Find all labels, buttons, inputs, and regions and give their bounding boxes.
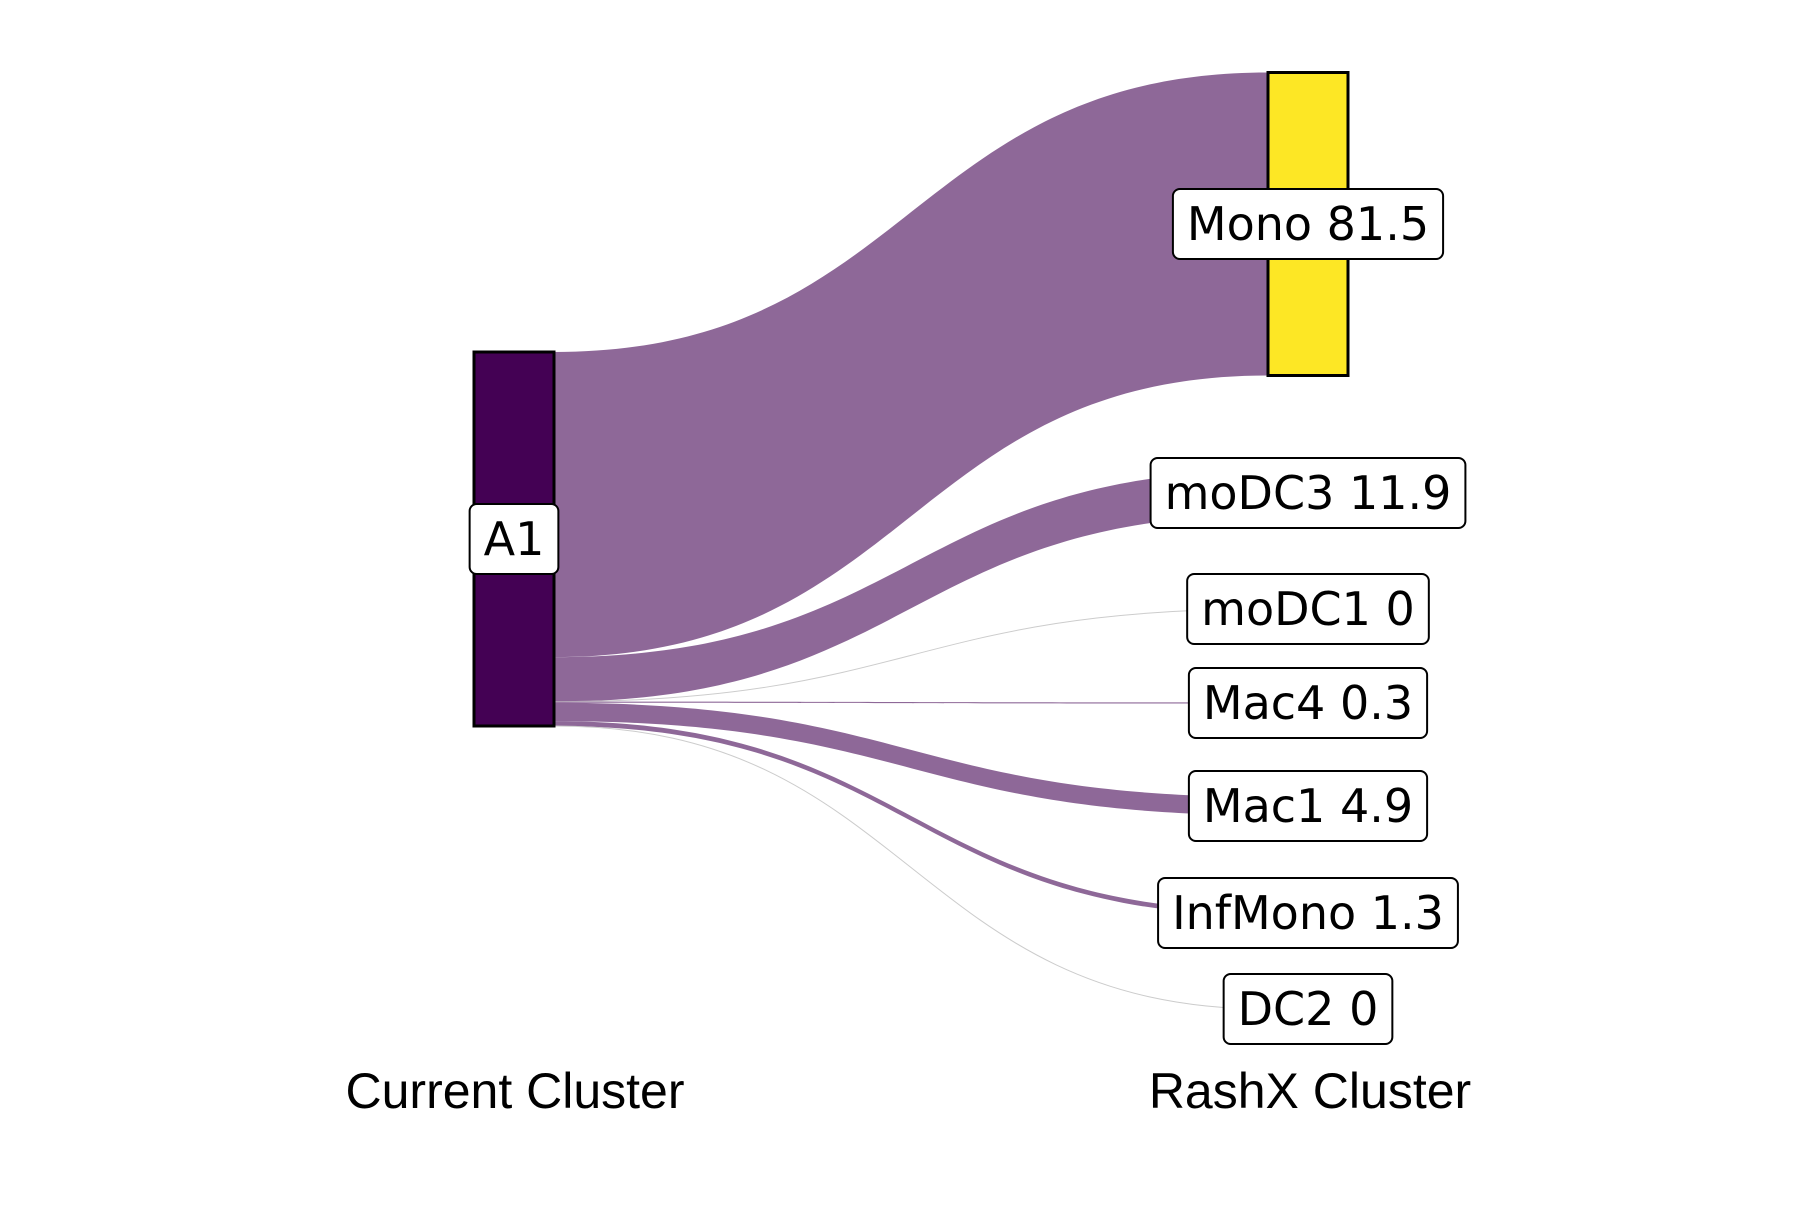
target-label-mac1-text: Mac1 4.9 <box>1203 779 1413 833</box>
labels-layer: A1 Mono 81.5 moDC3 11.9 moDC1 0 Mac4 0.3Mac1… <box>468 188 1467 1045</box>
flow-infmono <box>554 721 1268 916</box>
source-label-text: A1 <box>484 512 545 566</box>
target-label-mac1: Mac1 4.9 <box>1187 770 1429 842</box>
target-label-mac4-text: Mac4 0.3 <box>1203 676 1413 730</box>
source-label: A1 <box>468 503 560 575</box>
target-label-infmono-text: InfMono 1.3 <box>1172 886 1444 940</box>
target-label-dc2-box <box>1222 973 1394 1045</box>
source-label-box <box>468 503 560 575</box>
target-label-modc3-text: moDC3 11.9 <box>1165 466 1452 520</box>
flow-modc3 <box>554 470 1268 702</box>
target-label-mono: Mono 81.5 <box>1171 188 1445 260</box>
target-label-dc2: DC2 0 <box>1222 973 1394 1045</box>
target-label-modc1-text: moDC1 0 <box>1201 582 1415 636</box>
target-label-infmono-box <box>1157 877 1459 949</box>
target-label-dc2-text: DC2 0 <box>1238 982 1379 1036</box>
right-axis-label: RashX Cluster <box>1149 1063 1471 1119</box>
target-label-infmono: InfMono 1.3 <box>1157 877 1459 949</box>
flow-mac1 <box>554 702 1268 816</box>
flow-mono <box>554 72 1268 658</box>
flow-dc2 <box>553 725 1269 1010</box>
target-label-modc3: moDC3 11.9 <box>1149 457 1467 529</box>
target-label-modc3-box <box>1149 457 1467 529</box>
target-label-modc1: moDC1 0 <box>1186 573 1430 645</box>
flow-modc1 <box>553 608 1269 703</box>
flow-mac4 <box>554 701 1268 704</box>
target-label-mac1-box <box>1187 770 1429 842</box>
target-label-modc1-box <box>1186 573 1430 645</box>
target-label-mono-text: Mono 81.5 <box>1187 197 1429 251</box>
target-label-mac4-box <box>1187 667 1429 739</box>
flows-layer <box>553 72 1269 1010</box>
target-label-mac4: Mac4 0.3 <box>1187 667 1429 739</box>
left-axis-label: Current Cluster <box>346 1063 685 1119</box>
target-label-mono-box <box>1171 188 1445 260</box>
